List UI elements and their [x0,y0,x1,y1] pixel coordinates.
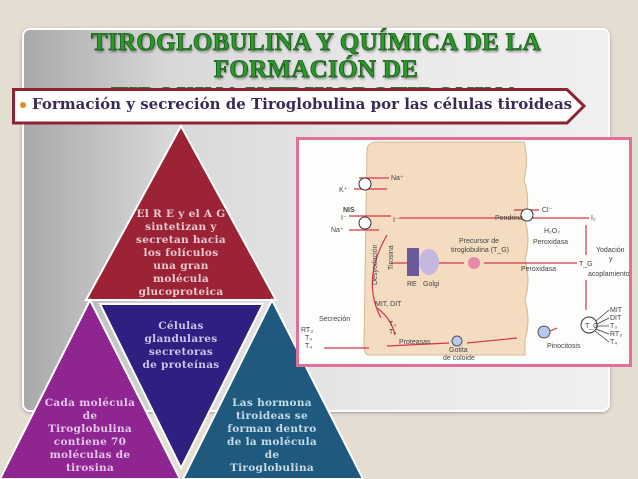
triangle-right-text: Las hormona tiroideas se forman dentro d… [217,397,327,475]
triangle-top [84,123,278,301]
colloid-droplet-icon [451,335,463,347]
label: MIT [610,307,623,314]
label: T₃ [610,323,617,330]
title-line-1: TIROGLOBULINA Y QUÍMICA DE LA FORMACIÓN … [91,29,541,84]
text-line: de [82,410,98,422]
triangle-left-text: Cada molécula de Tiroglobulina contiene … [35,397,145,475]
label: T_G [585,323,599,330]
text-line: molécula [152,273,209,285]
label: H₂O₂ [544,228,560,235]
pinocytosis-icon [537,325,551,339]
label: MIT, DIT [375,301,402,308]
label: Gotita [449,347,468,354]
label: y [609,256,613,263]
text-line: de proteínas [142,359,220,371]
label: Golgi [423,281,440,288]
banner-text: Formación y secreción de Tiroglobulina p… [32,95,573,113]
label: NIS [343,207,355,214]
label: T₄ [389,329,396,336]
banner-shape [12,88,587,125]
text-line: forman dentro [227,423,317,435]
label: RT₃ [610,331,622,338]
label: Yodación [596,247,625,254]
label: I⁻ [341,215,347,222]
text-line: glandulares [144,333,218,345]
tg-colloid-icon [580,316,598,334]
label: Secreción [319,316,350,323]
label: RT₃ [301,327,313,334]
label: Peroxidasa [521,266,556,273]
text-line: tiroideas se [236,410,308,422]
re-icon [407,248,419,276]
triangle-middle [98,303,265,471]
label: Desyodación [372,244,379,285]
text-line: los folículos [143,247,219,259]
tg-branches [594,309,610,343]
text-line: Células [158,320,204,332]
label: Na⁺ [331,227,344,234]
label: de coloide [443,355,475,362]
label: Pinocitosis [547,343,581,350]
label: I₂ [591,215,596,222]
text-line: Cada molécula [44,397,136,409]
text-line: sintetizan y [145,221,217,233]
text-line: una gran [153,260,209,272]
text-line: secretan hacia [136,234,226,246]
triangle-top-text: El R E y el A G sintetizan y secretan ha… [130,208,232,299]
label: Cl⁻ [542,207,553,214]
text-line: glucoproteica [138,286,224,298]
label: RE [407,281,417,288]
figure-labels: Na⁺ K⁺ NIS I⁻ Na⁺ I⁻ Cl⁻ Pendrina I₂ H₂O… [301,175,629,362]
transporters [358,177,534,230]
label: T₃ [305,335,312,342]
text-line: moléculas de [49,449,131,461]
golgi-icon [419,249,439,275]
text-line: Tiroglobulina [230,462,314,474]
label: Proteasas [399,339,431,346]
label: tiroglobulina (T_G) [451,247,509,254]
label: I⁻ [393,217,399,224]
label: T₄ [610,339,617,346]
text-line: de [264,449,280,461]
label: T₄ [305,343,312,350]
triangle-middle-text: Células glandulares secretoras de proteí… [130,320,232,372]
bullet-icon [20,102,26,108]
thyroid-cell-figure: Na⁺ K⁺ NIS I⁻ Na⁺ I⁻ Cl⁻ Pendrina I₂ H₂O… [296,137,632,367]
label: Precursor de [459,238,499,245]
text-line: de la molécula [227,436,317,448]
label: T₃ [389,321,396,328]
label: K⁺ [339,187,348,194]
text-line: tirosina [65,462,115,474]
precursor-icon [468,257,480,269]
cell-body [363,141,529,356]
text-line: secretoras [148,346,214,358]
label: Tirosina [388,245,395,270]
label: Pendrina [495,215,523,222]
text-line: El R E y el A G [136,208,226,220]
triangle-right [181,297,365,479]
thyroid-cell-diagram: Na⁺ K⁺ NIS I⁻ Na⁺ I⁻ Cl⁻ Pendrina I₂ H₂O… [301,141,629,362]
text-line: Las hormona [232,397,312,409]
label: Peroxidasa [533,239,568,246]
text-line: contiene 70 [53,436,127,448]
text-line: Tiroglobulina [48,423,132,435]
label: T_G [579,261,593,268]
label: acoplamiento [588,271,629,278]
triangle-left [0,297,182,479]
label: DIT [610,315,622,322]
label: Na⁺ [391,175,404,182]
subtitle-banner: Formación y secreción de Tiroglobulina p… [12,88,587,125]
